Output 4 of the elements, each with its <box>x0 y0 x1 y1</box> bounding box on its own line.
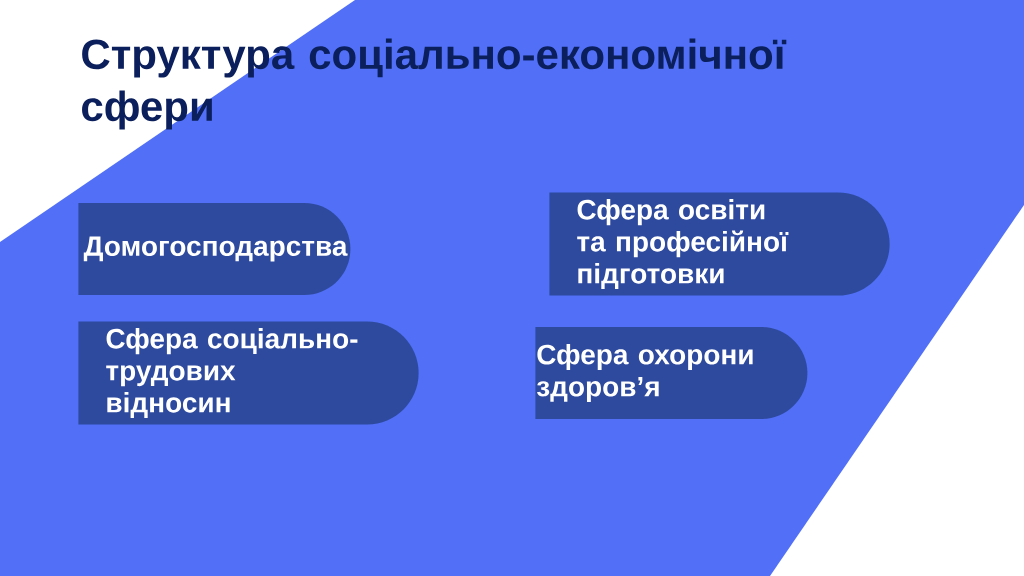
rounded-box: Сфера охорони здоров’я <box>535 327 808 419</box>
rounded-box: Сфера соціально-трудових відносин <box>78 321 419 425</box>
rounded-box: Сфера освіти та професійної підготовки <box>549 192 890 296</box>
rounded-box: Домогосподарства <box>78 203 351 295</box>
